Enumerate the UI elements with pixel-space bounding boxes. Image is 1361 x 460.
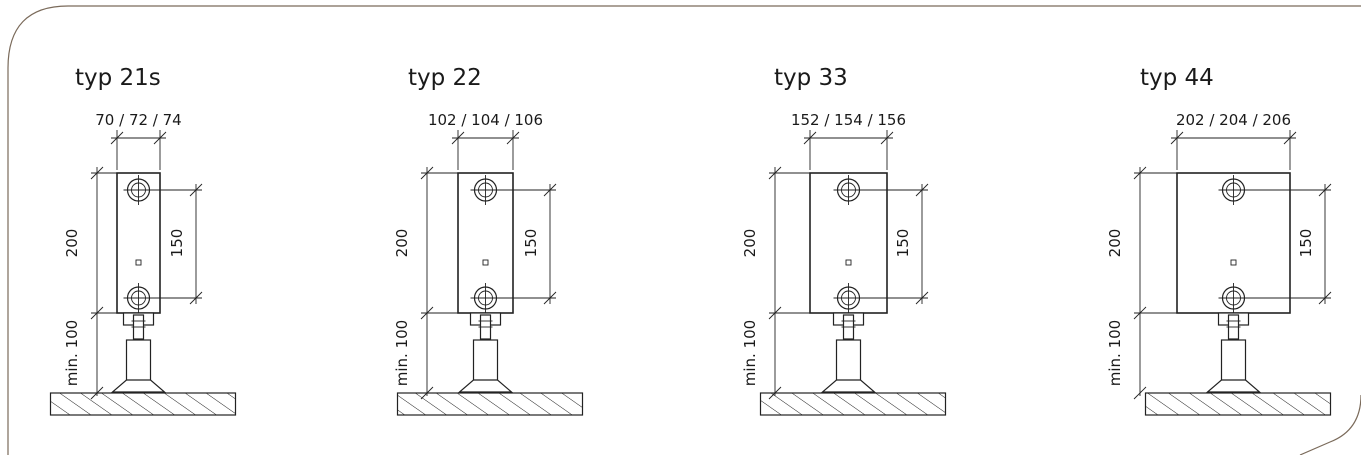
dimension-tick — [189, 183, 203, 197]
frame-border — [7, 5, 1361, 455]
clearance-label: min. 100 — [393, 320, 411, 386]
clearance-label: min. 100 — [63, 320, 81, 386]
dimension-tick — [543, 183, 557, 197]
dimension-tick — [90, 306, 104, 320]
support-column — [1220, 339, 1247, 383]
width-label: 102 / 104 / 106 — [428, 111, 543, 129]
support-foot — [457, 379, 514, 393]
radiator-unit-1: typ 21s 70 / 72 / 74 200 min. 100 150 — [49, 65, 237, 416]
type-label: typ 22 — [408, 65, 482, 91]
dimension-tick — [1170, 131, 1184, 145]
dimension-tick — [420, 306, 434, 320]
dimension-tick — [506, 131, 520, 145]
clearance-label: min. 100 — [1106, 320, 1124, 386]
support-column — [472, 339, 499, 383]
dimension-tick — [189, 291, 203, 305]
spacing-label: 150 — [168, 229, 186, 258]
dimension-tick — [880, 131, 894, 145]
dimension-tick — [110, 131, 124, 145]
vent-marker — [482, 259, 489, 266]
dimension-tick — [768, 386, 782, 400]
dimension-tick — [803, 131, 817, 145]
clearance-label: min. 100 — [741, 320, 759, 386]
spacing-label: 150 — [894, 229, 912, 258]
dimension-tick — [1133, 306, 1147, 320]
dimension-tick — [1318, 291, 1332, 305]
type-label: typ 21s — [75, 65, 161, 91]
support-foot — [820, 379, 877, 393]
width-label: 202 / 204 / 206 — [1176, 111, 1291, 129]
radiator-unit-4: typ 44 202 / 204 / 206 200 min. 100 150 — [1106, 65, 1332, 416]
radiator-unit-3: typ 33 152 / 154 / 156 200 min. 100 150 — [741, 65, 947, 416]
height-label: 200 — [1106, 229, 1124, 258]
dimension-tick — [1133, 166, 1147, 180]
dimension-tick — [1283, 131, 1297, 145]
floor-hatch — [396, 392, 584, 416]
spacing-label: 150 — [522, 229, 540, 258]
dimension-tick — [915, 291, 929, 305]
dimension-tick — [420, 386, 434, 400]
width-label: 70 / 72 / 74 — [95, 111, 181, 129]
height-label: 200 — [63, 229, 81, 258]
vent-marker — [135, 259, 142, 266]
dimension-tick — [90, 386, 104, 400]
radiator-unit-2: typ 22 102 / 104 / 106 200 min. 100 150 — [393, 65, 584, 416]
dimension-tick — [768, 166, 782, 180]
dimension-tick — [451, 131, 465, 145]
dimension-tick — [1318, 183, 1332, 197]
type-label: typ 44 — [1140, 65, 1214, 91]
floor-hatch — [1144, 392, 1332, 416]
support-column — [125, 339, 152, 383]
support-column — [835, 339, 862, 383]
vent-marker — [845, 259, 852, 266]
dimension-tick — [768, 306, 782, 320]
dimension-tick — [915, 183, 929, 197]
vent-marker — [1230, 259, 1237, 266]
width-label: 152 / 154 / 156 — [791, 111, 906, 129]
height-label: 200 — [393, 229, 411, 258]
floor-hatch — [759, 392, 947, 416]
spacing-label: 150 — [1297, 229, 1315, 258]
floor-hatch — [49, 392, 237, 416]
type-label: typ 33 — [774, 65, 848, 91]
dimension-tick — [543, 291, 557, 305]
support-foot — [1205, 379, 1262, 393]
dimension-tick — [90, 166, 104, 180]
support-foot — [110, 379, 167, 393]
dimension-tick — [153, 131, 167, 145]
dimension-tick — [420, 166, 434, 180]
dimension-tick — [1133, 386, 1147, 400]
height-label: 200 — [741, 229, 759, 258]
